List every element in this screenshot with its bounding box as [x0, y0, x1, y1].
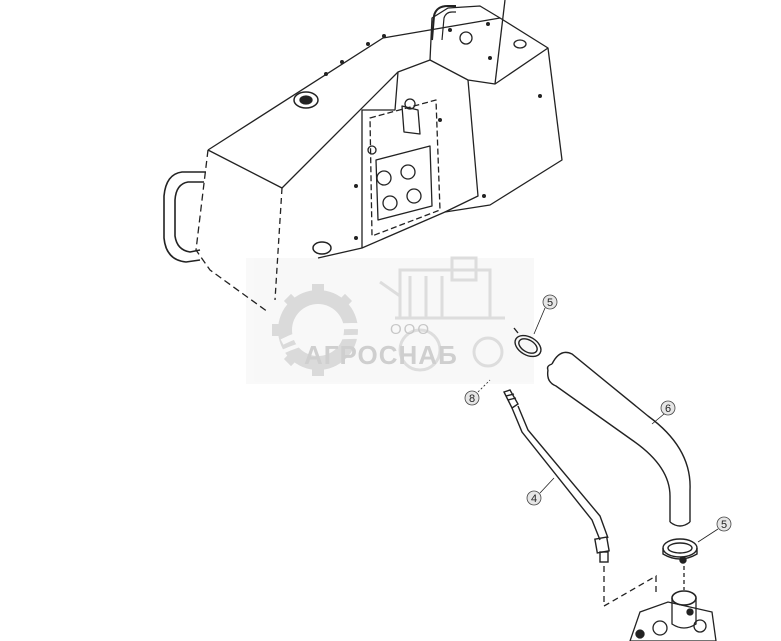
tank-handle [163, 171, 206, 263]
filler-cap-icon [293, 91, 319, 109]
pump-inlet [671, 590, 697, 606]
tank-side-panel [361, 71, 399, 248]
hydraulic-tank [163, 0, 563, 313]
pump-connection-guide [603, 566, 657, 608]
pump-port-left [652, 620, 668, 636]
filler-cap-center [299, 95, 313, 105]
breather-port-icon [312, 241, 332, 255]
neck-tube [431, 5, 456, 41]
plate-fitting-cap [404, 98, 416, 110]
suction-hose [546, 351, 691, 527]
tank-front-edge [195, 149, 269, 313]
callout-4: 4 [526, 477, 555, 506]
callout-5-lower: 5 [697, 516, 732, 543]
neck-port [459, 31, 473, 45]
flange-port-lower-right [406, 188, 422, 204]
callout-label: 4 [531, 493, 537, 505]
gear-logo-icon [272, 284, 393, 376]
hydraulic-pump [603, 566, 717, 641]
tank-neck [429, 5, 501, 61]
watermark: ООО АГРОСНАБ [246, 256, 534, 384]
pump-inlet-body [671, 598, 697, 629]
callout-label: 6 [665, 403, 671, 415]
tank-handle-inner [174, 181, 204, 253]
plate-fitting-upper [401, 105, 421, 135]
pump-bolt [635, 629, 645, 639]
combine-harvester-icon [379, 256, 505, 372]
callout-label: 8 [469, 393, 475, 405]
pump-bolt-top [686, 608, 694, 616]
watermark-subtitle: ООО [390, 321, 431, 338]
pump-housing [629, 601, 717, 641]
tank-back-edge [494, 0, 506, 85]
callout-8: 8 [464, 379, 491, 406]
flange-port-lower-left [382, 195, 398, 211]
plate-bolt [367, 145, 377, 155]
callout-label: 5 [721, 519, 727, 531]
callout-6: 6 [651, 400, 676, 425]
flange-port-right [400, 164, 416, 180]
callout-label: 5 [547, 297, 553, 309]
tank-rear-panel [444, 79, 479, 213]
clamp-lower [662, 538, 698, 564]
clamp-upper [513, 327, 542, 358]
neck-tube-inner [441, 11, 456, 41]
rear-plug [513, 39, 527, 49]
pump-port-right [693, 619, 707, 633]
tank-bolts [324, 22, 542, 240]
flange-port-left [376, 170, 392, 186]
filter-flange [375, 145, 433, 221]
pressure-hose [503, 389, 610, 563]
tank-body-outline [207, 17, 563, 259]
watermark-title: АГРОСНАБ [304, 340, 458, 370]
callout-5-upper: 5 [533, 294, 558, 335]
mounting-plate [369, 99, 441, 237]
tank-corner-edge [274, 187, 283, 301]
